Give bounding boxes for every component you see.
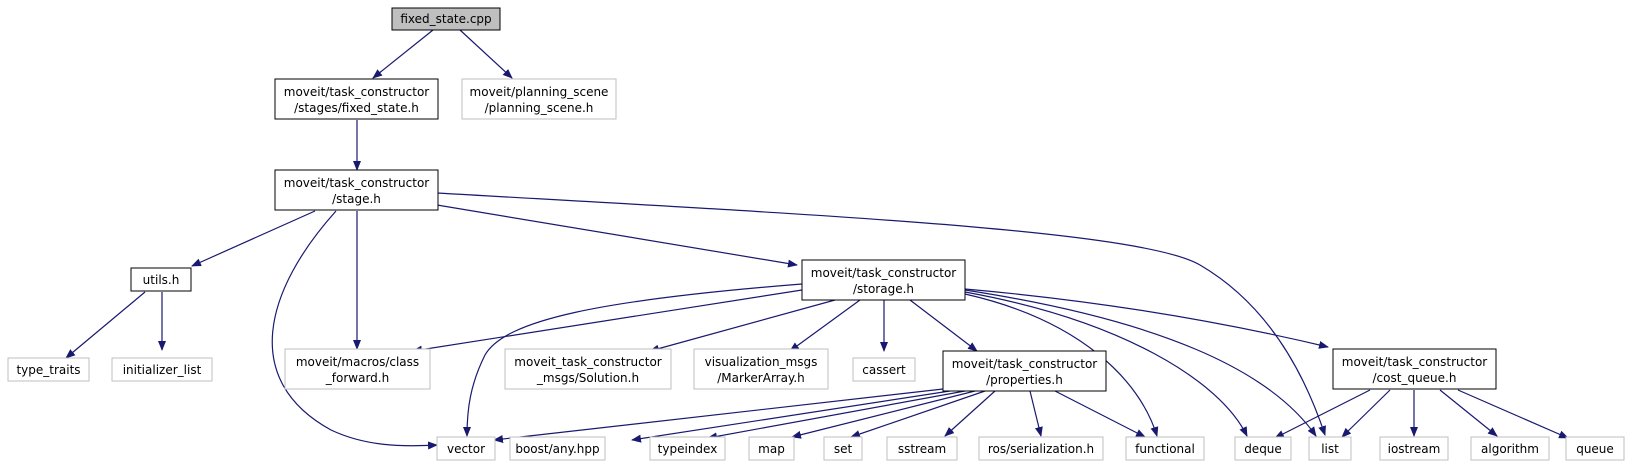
node-label: vector — [447, 442, 485, 456]
node-label: /cost_queue.h — [1373, 371, 1457, 385]
node-storage-h[interactable]: moveit/task_constructor /storage.h — [801, 259, 966, 301]
node-label: moveit/task_constructor — [952, 357, 1098, 371]
node-queue[interactable]: queue — [1565, 436, 1625, 461]
node-label: moveit/planning_scene — [470, 85, 609, 99]
node-list[interactable]: list — [1308, 436, 1352, 461]
edge-properties-h-to-functional — [1054, 390, 1146, 438]
edge-properties-h-to-ros-serialization — [1029, 390, 1043, 437]
node-label: fixed_state.cpp — [400, 12, 491, 26]
node-label: _forward.h — [325, 371, 389, 385]
edge-properties-h-to-map — [791, 390, 976, 439]
edge-stage-h-to-vector — [271, 210, 438, 450]
edge-storage-h-to-class-forward-h — [412, 289, 803, 354]
node-label: /stages/fixed_state.h — [294, 101, 419, 115]
node-ros-serialization-h[interactable]: ros/serialization.h — [978, 436, 1104, 461]
node-planning-scene-h[interactable]: moveit/planning_scene /planning_scene.h — [461, 78, 617, 120]
node-label: utils.h — [143, 273, 180, 287]
edge-cost-queue-h-to-algorithm — [1439, 389, 1498, 437]
node-typeindex[interactable]: typeindex — [649, 436, 726, 461]
node-label: functional — [1135, 442, 1195, 456]
edge-cost-queue-h-to-queue — [1457, 389, 1569, 439]
node-label: moveit/macros/class — [296, 355, 419, 369]
node-label: iostream — [1388, 442, 1441, 456]
node-label: visualization_msgs — [705, 355, 818, 369]
edge-properties-h-to-boost-any — [631, 390, 951, 443]
node-label: type_traits — [16, 363, 80, 377]
node-label: moveit/task_constructor — [284, 176, 430, 190]
edge-stage-h-to-storage-h — [436, 204, 798, 268]
node-fixed-state-cpp[interactable]: fixed_state.cpp — [391, 7, 501, 31]
edge-properties-h-to-vector — [493, 388, 944, 443]
node-label: moveit/task_constructor — [284, 85, 430, 99]
node-label: /planning_scene.h — [485, 101, 594, 115]
node-set[interactable]: set — [823, 436, 863, 461]
node-deque[interactable]: deque — [1234, 436, 1292, 461]
edge-stage-h-to-utils-h — [191, 210, 316, 267]
node-label: sstream — [898, 442, 946, 456]
edge-fixed-state-cpp-to-fixed-state-h — [372, 29, 434, 79]
node-label: queue — [1576, 442, 1614, 456]
node-algorithm[interactable]: algorithm — [1470, 436, 1550, 461]
node-label: ros/serialization.h — [988, 442, 1094, 456]
node-class-forward-h[interactable]: moveit/macros/class _forward.h — [284, 348, 431, 390]
edge-properties-h-to-typeindex — [707, 390, 966, 441]
edge-fixed-state-cpp-to-planning-scene-h — [459, 29, 513, 79]
edge-cost-queue-h-to-deque — [1274, 389, 1371, 439]
edge-storage-h-to-properties-h — [909, 299, 978, 352]
node-solution-h[interactable]: moveit_task_constructor _msgs/Solution.h — [504, 348, 672, 390]
node-boost-any-hpp[interactable]: boost/any.hpp — [509, 436, 606, 461]
node-label: set — [834, 442, 853, 456]
nodes: fixed_state.cpp moveit/task_constructor … — [7, 7, 1625, 461]
node-label: cassert — [862, 363, 906, 377]
edge-properties-h-to-sstream — [944, 390, 996, 437]
node-label: /storage.h — [853, 282, 914, 296]
edge-storage-h-to-marker-array-h — [789, 299, 861, 352]
edge-utils-h-to-type-traits — [65, 291, 146, 359]
edge-storage-h-to-deque — [964, 291, 1248, 437]
node-label: /stage.h — [332, 192, 381, 206]
edge-cost-queue-h-to-list — [1341, 389, 1391, 438]
edge-storage-h-to-solution-h — [649, 299, 836, 353]
node-cassert[interactable]: cassert — [852, 357, 916, 382]
node-label: algorithm — [1481, 442, 1539, 456]
node-sstream[interactable]: sstream — [886, 436, 958, 461]
node-label: /properties.h — [986, 373, 1063, 387]
node-label: list — [1321, 442, 1339, 456]
node-marker-array-h[interactable]: visualization_msgs /MarkerArray.h — [693, 348, 829, 390]
node-label: map — [758, 442, 785, 456]
node-properties-h[interactable]: moveit/task_constructor /properties.h — [942, 350, 1107, 392]
node-cost-queue-h[interactable]: moveit/task_constructor /cost_queue.h — [1332, 348, 1497, 390]
node-label: moveit/task_constructor — [811, 266, 957, 280]
node-vector[interactable]: vector — [436, 436, 496, 461]
edge-properties-h-to-set — [850, 390, 986, 438]
edge-storage-h-to-vector — [463, 283, 803, 437]
edge-storage-h-to-list — [964, 289, 1317, 437]
node-label: moveit/task_constructor — [1342, 355, 1488, 369]
node-iostream[interactable]: iostream — [1379, 436, 1449, 461]
node-label: boost/any.hpp — [515, 442, 599, 456]
node-utils-h[interactable]: utils.h — [130, 267, 192, 292]
node-label: _msgs/Solution.h — [536, 371, 639, 385]
node-stage-h[interactable]: moveit/task_constructor /stage.h — [274, 169, 439, 211]
node-functional[interactable]: functional — [1125, 436, 1205, 461]
node-label: typeindex — [658, 442, 718, 456]
edge-stage-h-to-list — [436, 192, 1326, 436]
node-type-traits[interactable]: type_traits — [7, 357, 90, 382]
edge-storage-h-to-cost-queue-h — [964, 288, 1329, 349]
node-label: moveit_task_constructor — [514, 355, 662, 369]
node-label: /MarkerArray.h — [717, 371, 805, 385]
node-fixed-state-h[interactable]: moveit/task_constructor /stages/fixed_st… — [274, 78, 439, 120]
node-label: initializer_list — [123, 363, 202, 377]
node-initializer-list[interactable]: initializer_list — [111, 357, 213, 382]
node-map[interactable]: map — [748, 436, 795, 461]
node-label: deque — [1244, 442, 1282, 456]
